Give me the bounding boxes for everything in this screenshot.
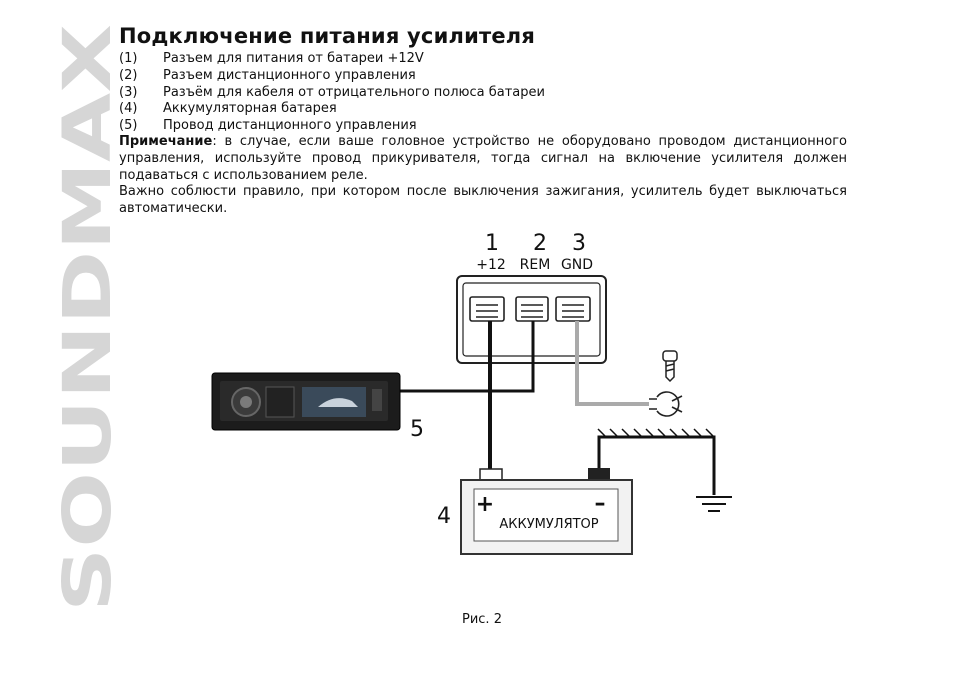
terminal-legend: (1) Разъем для питания от батареи +12V (2… bbox=[119, 51, 545, 135]
chassis-ground-symbol bbox=[597, 428, 732, 512]
screw-icon bbox=[662, 350, 678, 383]
note-text: : в случае, если ваше головное устройств… bbox=[119, 134, 847, 183]
legend-text: Разъем дистанционного управления bbox=[163, 67, 416, 83]
ring-terminal-icon bbox=[649, 391, 683, 417]
brand-watermark: SOUNDMAX bbox=[49, 24, 118, 612]
legend-number: (2) bbox=[119, 67, 138, 83]
battery-text: АККУМУЛЯТОР bbox=[499, 517, 598, 532]
legend-item: (5) Провод дистанционного управления bbox=[119, 118, 545, 135]
head-unit-image bbox=[211, 372, 401, 431]
battery-label-4: 4 bbox=[437, 504, 451, 529]
figure-caption: Рис. 2 bbox=[462, 612, 502, 627]
note-label: Примечание bbox=[119, 134, 213, 149]
note-paragraph: Примечание: в случае, если ваше головное… bbox=[119, 134, 847, 184]
page-title: Подключение питания усилителя bbox=[119, 24, 536, 48]
body-text: Примечание: в случае, если ваше головное… bbox=[119, 134, 847, 218]
wire-label-5: 5 bbox=[410, 417, 424, 442]
terminal-label-gnd: GND bbox=[561, 257, 593, 273]
legend-number: (1) bbox=[119, 51, 138, 66]
legend-text: Разъем для питания от батареи +12V bbox=[163, 51, 424, 66]
terminal-number-1: 1 bbox=[485, 231, 499, 256]
legend-item: (4) Аккумуляторная батарея bbox=[119, 101, 545, 118]
wiring-diagram: 1 2 3 +12 REM GND bbox=[211, 231, 732, 555]
battery-plus-sign: + bbox=[476, 492, 494, 517]
brand-logo-text: SOUNDMAX bbox=[49, 24, 118, 612]
legend-text: Разъём для кабеля от отрицательного полю… bbox=[163, 84, 545, 100]
legend-number: (4) bbox=[119, 101, 138, 117]
legend-item: (2) Разъем дистанционного управления bbox=[119, 68, 545, 85]
legend-number: (5) bbox=[119, 118, 138, 134]
remote-wire bbox=[400, 321, 535, 393]
terminal-number-3: 3 bbox=[572, 231, 586, 256]
ground-wire bbox=[575, 321, 649, 406]
terminal-number-2: 2 bbox=[533, 231, 547, 256]
legend-text: Аккумуляторная батарея bbox=[163, 101, 337, 117]
terminal-label-12v: +12 bbox=[476, 257, 506, 273]
terminal-label-rem: REM bbox=[520, 257, 551, 273]
battery-image: + – АККУМУЛЯТОР bbox=[460, 468, 633, 555]
battery-minus-sign: – bbox=[595, 491, 606, 516]
legend-text: Провод дистанционного управления bbox=[163, 118, 417, 134]
rule-paragraph: Важно соблюсти правило, при котором посл… bbox=[119, 184, 847, 217]
legend-item: (3) Разъём для кабеля от отрицательного п… bbox=[119, 85, 545, 102]
legend-number: (3) bbox=[119, 84, 138, 100]
legend-item: (1) Разъем для питания от батареи +12V bbox=[119, 51, 545, 68]
